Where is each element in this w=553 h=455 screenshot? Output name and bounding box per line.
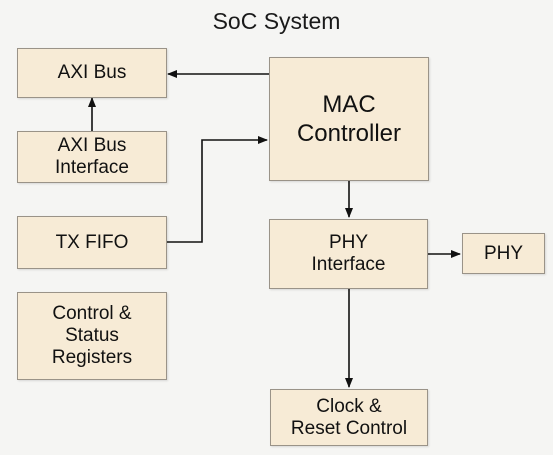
tx-fifo-block: TX FIFO <box>17 216 167 269</box>
phy-block: PHY <box>462 233 545 274</box>
mac-controller-block: MAC Controller <box>269 57 429 181</box>
diagram-title: SoC System <box>212 8 341 34</box>
phy-interface-block: PHY Interface <box>269 219 428 289</box>
axi-bus-block: AXI Bus <box>17 48 167 98</box>
arrow-tx-fifo-to-mac <box>167 136 268 243</box>
control-status-registers-block: Control & Status Registers <box>17 292 167 380</box>
axi-bus-interface-block: AXI Bus Interface <box>17 131 167 183</box>
clock-reset-control-block: Clock & Reset Control <box>270 389 428 446</box>
